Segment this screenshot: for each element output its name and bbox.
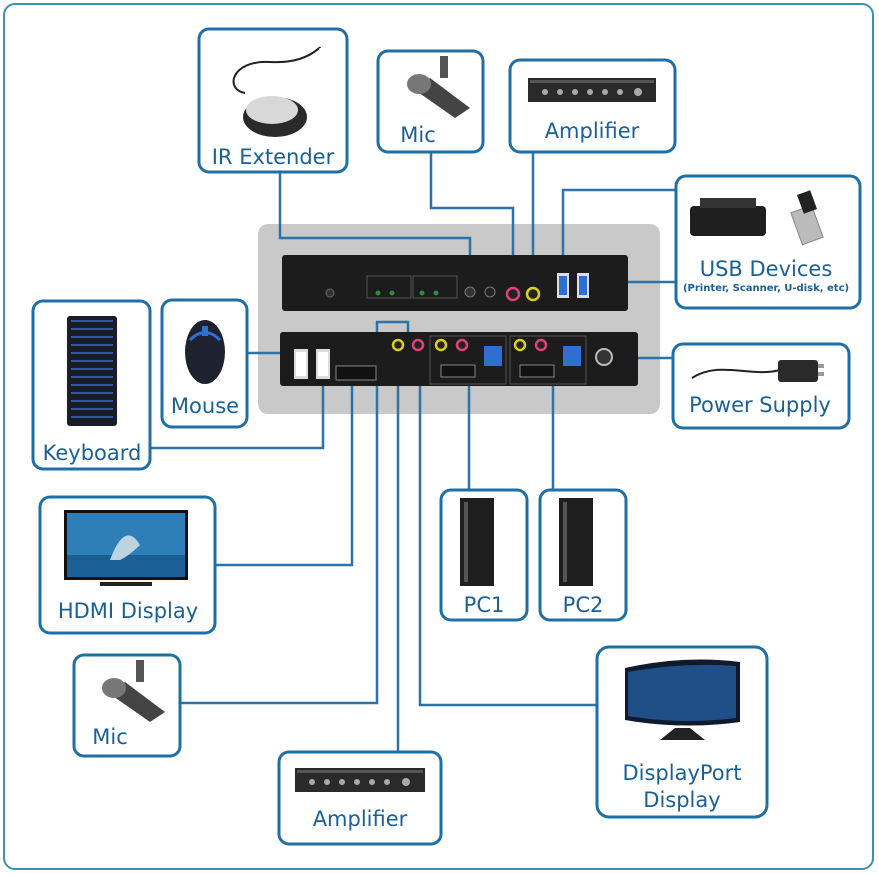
mic-top-node: Mic bbox=[376, 49, 485, 154]
keyboard-label: Keyboard bbox=[43, 441, 142, 465]
ir-extender-node: IR Extender bbox=[197, 27, 349, 174]
amplifier-bottom-node: Amplifier bbox=[277, 750, 443, 846]
amplifier-icon bbox=[295, 768, 425, 792]
monitor-icon bbox=[625, 659, 740, 740]
usb-devices-node: USB Devices (Printer, Scanner, U-disk, e… bbox=[674, 174, 862, 310]
ir-extender-icon bbox=[232, 46, 321, 137]
keyboard-node: Keyboard bbox=[31, 299, 152, 471]
hdmi-display-label: HDMI Display bbox=[58, 599, 198, 623]
power-supply-node: Power Supply bbox=[671, 342, 851, 430]
wire-hdmi-display bbox=[215, 372, 354, 567]
pc-tower-icon bbox=[460, 498, 494, 586]
usb-drive-icon bbox=[790, 190, 824, 246]
amplifier-icon bbox=[528, 78, 656, 102]
wire-displayport-display bbox=[418, 345, 597, 707]
mouse-node: Mouse bbox=[160, 298, 249, 429]
ir-extender-label: IR Extender bbox=[212, 145, 335, 169]
diagram-frame bbox=[3, 3, 874, 870]
printer-icon bbox=[690, 198, 766, 236]
pc-tower-icon bbox=[559, 498, 593, 586]
mouse-icon bbox=[185, 320, 225, 384]
pc2-node: PC2 bbox=[538, 488, 628, 622]
mic-bottom-label: Mic bbox=[92, 725, 128, 749]
displayport-display-node: DisplayPort Display bbox=[595, 645, 769, 819]
amplifier-top-label: Amplifier bbox=[545, 119, 640, 143]
pc2-label: PC2 bbox=[563, 593, 604, 617]
power-supply-label: Power Supply bbox=[689, 393, 831, 417]
hdmi-display-node: HDMI Display bbox=[38, 495, 217, 635]
wires bbox=[150, 152, 676, 752]
pc1-label: PC1 bbox=[464, 593, 505, 617]
amplifier-top-node: Amplifier bbox=[508, 58, 677, 154]
amplifier-bottom-label: Amplifier bbox=[313, 807, 408, 831]
displayport-display-label-line1: DisplayPort bbox=[622, 761, 741, 785]
tv-icon bbox=[64, 510, 188, 586]
mic-top-label: Mic bbox=[400, 123, 436, 147]
power-adapter-icon bbox=[691, 360, 824, 382]
kvm-top-panel bbox=[282, 255, 628, 311]
wire-keyboard bbox=[150, 370, 325, 450]
mouse-label: Mouse bbox=[171, 394, 239, 418]
keyboard-icon bbox=[67, 316, 117, 426]
wire-mic-bottom bbox=[180, 320, 410, 705]
wire-mic-top bbox=[429, 152, 515, 282]
microphone-icon bbox=[102, 660, 165, 722]
displayport-display-label-line2: Display bbox=[643, 788, 720, 812]
usb-devices-sublabel: (Printer, Scanner, U-disk, etc) bbox=[683, 283, 849, 294]
pc1-node: PC1 bbox=[439, 488, 529, 622]
kvm-bottom-panel bbox=[280, 332, 638, 386]
microphone-icon bbox=[407, 56, 470, 118]
usb-devices-label: USB Devices bbox=[700, 257, 833, 281]
mic-bottom-node: Mic bbox=[72, 653, 182, 758]
